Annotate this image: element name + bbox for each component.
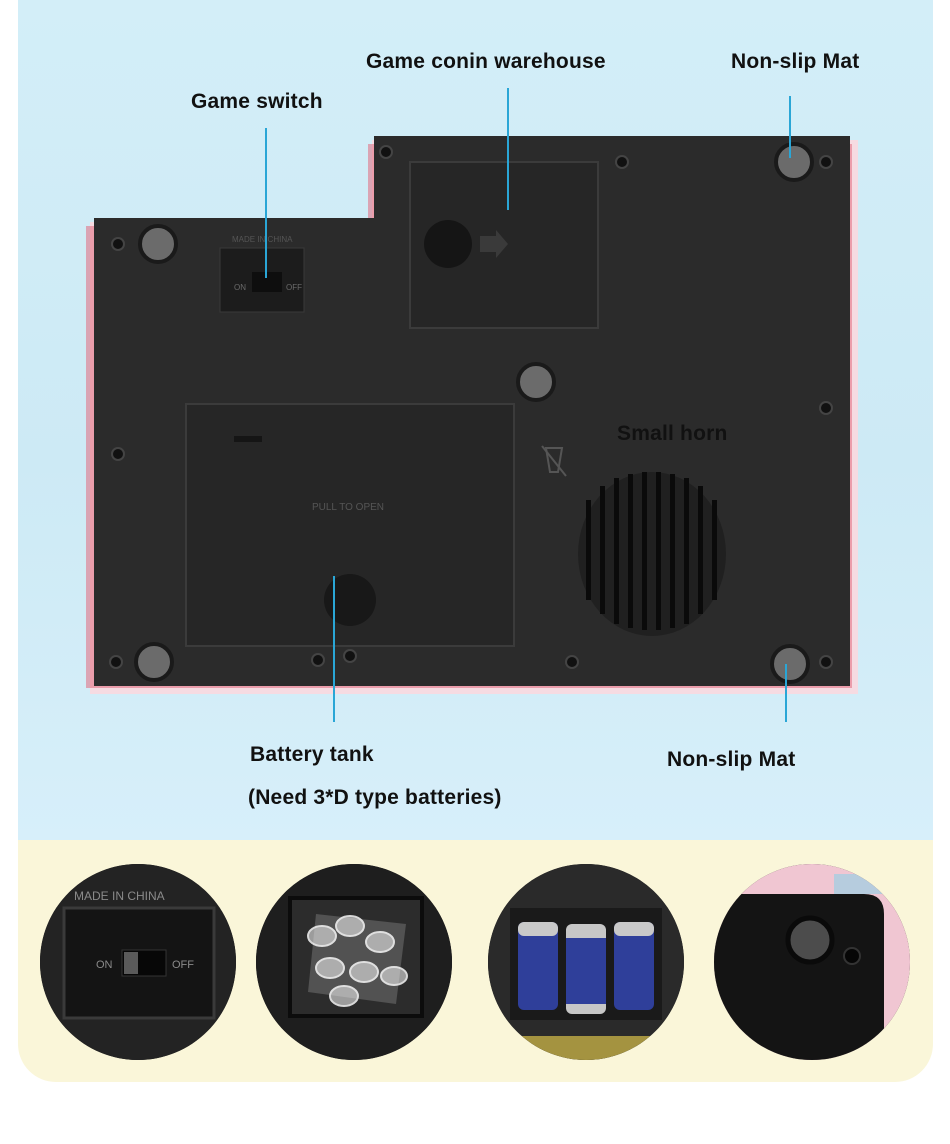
switch-slider xyxy=(252,272,282,292)
switch-origin-text: MADE IN CHINA xyxy=(232,235,293,244)
switch-toggle-icon xyxy=(124,952,138,974)
label-non-slip-mat-bottom: Non-slip Mat xyxy=(667,748,796,771)
speaker-slots xyxy=(586,472,717,630)
thumbnail-coin-warehouse xyxy=(256,864,452,1060)
label-battery-note: (Need 3*D type batteries) xyxy=(248,786,502,809)
battery-cover-latch xyxy=(324,574,376,626)
screw-holes xyxy=(109,145,833,669)
label-non-slip-mat-top: Non-slip Mat xyxy=(731,50,860,73)
coin-door-latch xyxy=(424,220,472,268)
plastic-bag-icon xyxy=(308,914,406,1004)
svg-text:OFF: OFF xyxy=(172,959,194,971)
svg-text:ON: ON xyxy=(96,959,113,971)
thumbnail-battery-compartment xyxy=(488,864,684,1060)
switch-on-text: ON xyxy=(234,283,246,292)
callout-lines xyxy=(265,88,791,722)
svg-text:MADE IN CHINA: MADE IN CHINA xyxy=(74,889,165,903)
rubber-foot-icon xyxy=(785,915,835,965)
device-underside-illustration: MADE IN CHINA ON OFF PULL TO OPEN xyxy=(86,88,858,722)
label-game-switch: Game switch xyxy=(191,90,323,113)
battery-icon xyxy=(518,922,654,1014)
label-coin-warehouse: Game conin warehouse xyxy=(366,50,606,73)
switch-off-text: OFF xyxy=(286,283,302,292)
no-trash-icon xyxy=(544,447,564,473)
label-battery-tank: Battery tank xyxy=(250,743,374,766)
thumbnail-non-slip-mat xyxy=(714,864,910,1060)
battery-cover-text: PULL TO OPEN xyxy=(312,502,384,513)
battery-cover-slot xyxy=(234,436,262,442)
non-slip-feet xyxy=(134,142,814,684)
thumbnail-switch-closeup: MADE IN CHINA ON OFF xyxy=(40,864,236,1060)
arrow-icon xyxy=(480,230,508,258)
label-small-horn: Small horn xyxy=(617,422,728,445)
